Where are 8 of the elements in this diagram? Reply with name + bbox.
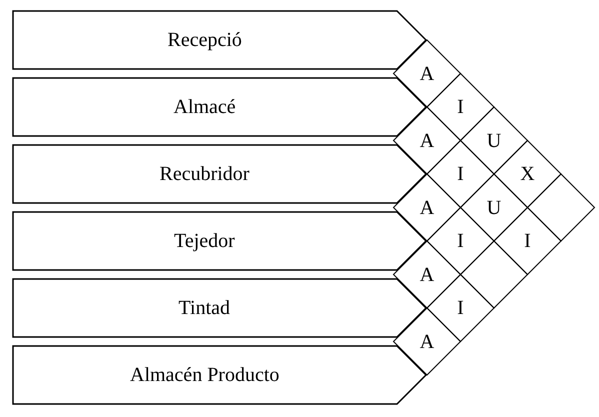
rating-letter: U bbox=[486, 130, 502, 150]
rating-letter: I bbox=[523, 231, 532, 251]
rating-letter: U bbox=[486, 198, 502, 218]
rating-letter: I bbox=[456, 298, 465, 318]
rating-letter: X bbox=[519, 164, 536, 184]
rating-letter: I bbox=[456, 97, 465, 117]
rating-letter: I bbox=[456, 231, 465, 251]
rating-letter: I bbox=[456, 164, 465, 184]
